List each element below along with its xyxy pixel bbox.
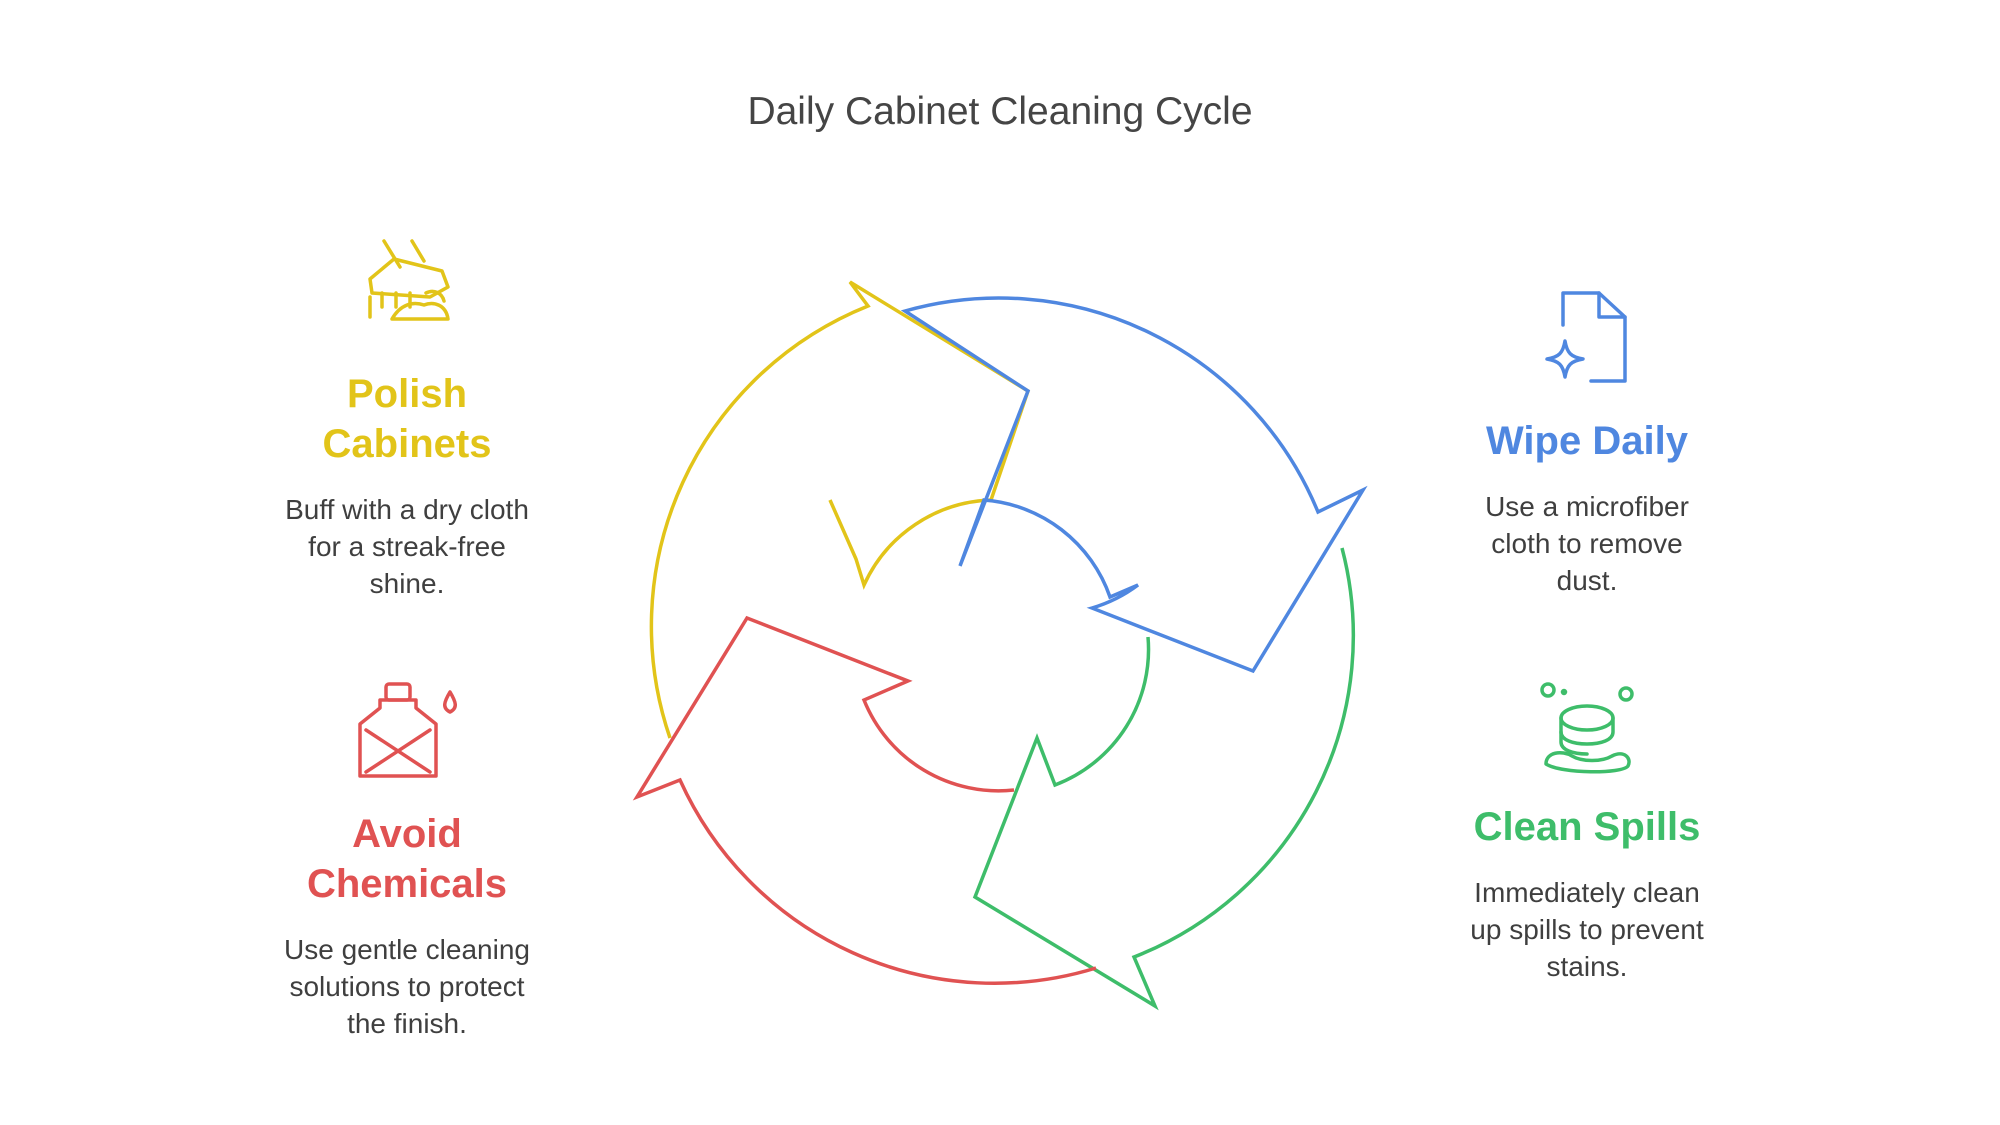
- step-description: Immediately clean up spills to prevent s…: [1407, 874, 1767, 985]
- heading-line: Polish: [346, 372, 468, 416]
- heading-line: Clean Spills: [1473, 805, 1701, 849]
- arrow-wipe: [900, 296, 1368, 674]
- desc-line: Use gentle cleaning: [284, 934, 530, 965]
- step-description: Buff with a dry cloth for a streak-free …: [227, 491, 587, 602]
- step-description: Use gentle cleaning solutions to protect…: [227, 931, 587, 1042]
- arrow-spills: [972, 547, 1356, 1011]
- step-heading: Wipe Daily: [1407, 416, 1767, 466]
- step-heading: Clean Spills: [1407, 802, 1767, 852]
- step-polish-cabinets: Polish Cabinets Buff with a dry cloth fo…: [227, 235, 587, 602]
- desc-line: the finish.: [347, 1008, 467, 1039]
- arrow-chemicals: [632, 615, 1097, 985]
- polish-brush-icon: [368, 239, 450, 321]
- no-chemical-bottle-icon: [358, 682, 457, 778]
- heading-line: Chemicals: [306, 862, 508, 906]
- desc-line: cloth to remove: [1491, 528, 1683, 559]
- desc-line: dust.: [1556, 565, 1618, 596]
- spill-sponge-icon: [1540, 682, 1634, 774]
- heading-line: Cabinets: [322, 422, 492, 466]
- step-heading: Polish Cabinets: [227, 369, 587, 469]
- arrow-polish: [649, 280, 1031, 739]
- desc-line: for a streak-free: [308, 531, 506, 562]
- step-clean-spills: Clean Spills Immediately clean up spills…: [1407, 680, 1767, 985]
- desc-line: Use a microfiber: [1485, 491, 1689, 522]
- desc-line: shine.: [369, 568, 445, 599]
- step-description: Use a microfiber cloth to remove dust.: [1407, 488, 1767, 599]
- desc-line: stains.: [1546, 951, 1628, 982]
- sparkle-document-icon: [1545, 291, 1627, 383]
- desc-line: Buff with a dry cloth: [285, 494, 529, 525]
- desc-line: up spills to prevent: [1470, 914, 1704, 945]
- heading-line: Avoid: [352, 812, 462, 856]
- step-wipe-daily: Wipe Daily Use a microfiber cloth to rem…: [1407, 285, 1767, 599]
- heading-line: Wipe Daily: [1486, 419, 1688, 463]
- page-title: Daily Cabinet Cleaning Cycle: [747, 90, 1253, 133]
- desc-line: solutions to protect: [289, 971, 525, 1002]
- step-heading: Avoid Chemicals: [227, 809, 587, 909]
- desc-line: Immediately clean: [1474, 877, 1700, 908]
- step-avoid-chemicals: Avoid Chemicals Use gentle cleaning solu…: [227, 680, 587, 1042]
